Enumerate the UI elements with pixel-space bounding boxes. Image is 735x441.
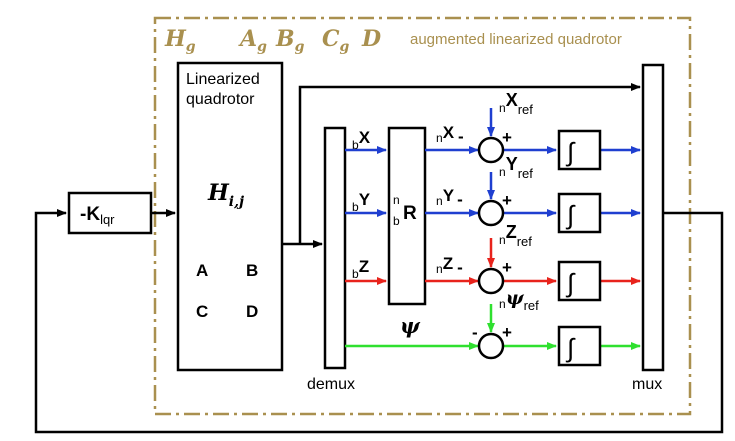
integrator-z [557, 260, 602, 302]
xref-label: nXref [499, 90, 533, 117]
ag-label: Ag [238, 26, 267, 55]
integrator-psi-symbol: ∫ [565, 333, 576, 363]
feedback-line [34, 209, 724, 434]
rotation-block [387, 126, 427, 306]
d-label: D [361, 26, 381, 52]
hg-label: Hg [164, 26, 196, 55]
plant-transfer-label: Hi,j [207, 180, 244, 210]
body-y-label: bY [352, 190, 371, 214]
plant-matrix-c: C [196, 302, 208, 321]
x-channel [345, 108, 641, 154]
plant-to-mux-line [298, 83, 641, 244]
nav-z-label: nZ- [436, 254, 463, 277]
mux-label: mux [632, 376, 662, 393]
integrator-y [557, 192, 602, 234]
demux-block [323, 126, 347, 370]
bg-label: Bg [275, 26, 305, 55]
lqr-gain-block [67, 191, 153, 235]
psiref-label: nψref [499, 287, 539, 313]
sum-junction-z [477, 267, 505, 295]
lqr-gain-label: -Klqr [80, 204, 115, 227]
demux-label: demux [307, 376, 355, 393]
y-channel [345, 172, 641, 217]
black-wiring [34, 83, 724, 434]
psiref-sign: + [502, 323, 512, 342]
z-channel [345, 238, 641, 285]
augmented-title: augmented linearized quadrotor [410, 31, 622, 48]
psi-channel [345, 304, 641, 350]
cg-label: Cg [322, 26, 350, 55]
rotation-r: R [403, 203, 417, 224]
integrator-x [557, 129, 602, 171]
rotation-sub-b: b [393, 214, 400, 228]
sum-junction-x [477, 136, 505, 164]
zref-label: nZref [499, 222, 532, 249]
plant-title-line2: quadrotor [186, 91, 255, 108]
sum-junction-psi [477, 332, 505, 360]
plant-title-line1: Linearized [186, 71, 260, 88]
augmented-system-boundary [153, 16, 692, 416]
integrator-y-symbol: ∫ [565, 200, 576, 230]
integrator-psi [557, 325, 602, 367]
xref-sign: + [502, 128, 512, 147]
body-z-label: bZ [352, 257, 369, 281]
yref-sign: + [502, 191, 512, 210]
nav-y-label: nY- [436, 186, 463, 209]
linearized-quadrotor-block [176, 61, 284, 372]
plant-matrix-b: B [246, 261, 258, 280]
nav-psi-sign: - [472, 323, 478, 342]
integrator-x-symbol: ∫ [565, 137, 576, 167]
yref-label: nYref [499, 154, 533, 181]
plant-matrix-d: D [246, 302, 258, 321]
psi-label: ψ [400, 313, 421, 338]
rotation-super-n: n [393, 193, 400, 207]
zref-sign: + [502, 258, 512, 277]
plant-matrix-a: A [196, 261, 208, 280]
integrator-z-symbol: ∫ [565, 268, 576, 298]
nav-x-label: nX- [436, 123, 464, 146]
body-x-label: bX [352, 128, 371, 152]
sum-junction-y [477, 199, 505, 227]
mux-block [641, 63, 665, 372]
